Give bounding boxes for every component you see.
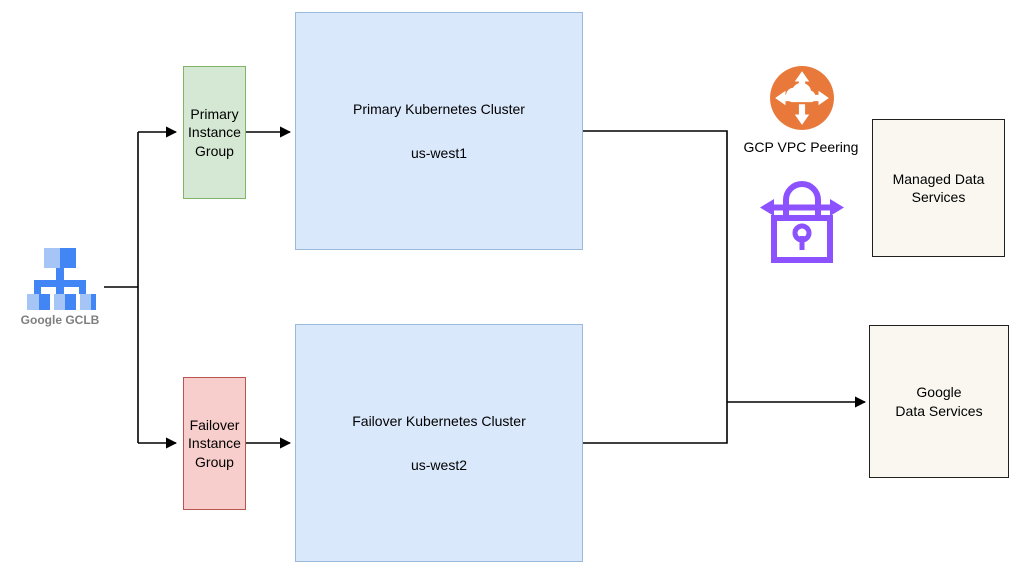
primary-instance-group-line-1: Primary [190, 105, 239, 122]
failover-instance-group-box[interactable]: Failover Instance Group [183, 377, 246, 510]
google-data-services-box[interactable]: Google Data Services [869, 325, 1009, 478]
wire-primary-cluster-to-trunk [583, 130, 728, 444]
managed-data-services-line-1: Managed Data [892, 170, 985, 187]
google-cloud-load-balancer-icon [27, 248, 96, 310]
primary-instance-group-line-2: Instance [188, 124, 241, 141]
google-gclb-node: Google GCLB [12, 248, 108, 327]
primary-instance-group-line-3: Group [195, 142, 234, 159]
failover-kubernetes-cluster-box[interactable]: Failover Kubernetes Cluster us-west2 [295, 324, 583, 562]
failover-instance-group-line-1: Failover [189, 416, 240, 433]
failover-cluster-title: Failover Kubernetes Cluster [352, 412, 526, 429]
private-link-node [760, 170, 844, 271]
google-gclb-label: Google GCLB [20, 313, 100, 327]
failover-instance-group-line-2: Instance [188, 435, 241, 452]
vpc-peering-node [769, 65, 835, 136]
failover-instance-group-line-3: Group [195, 453, 234, 470]
managed-data-services-box[interactable]: Managed Data Services [872, 119, 1005, 257]
vpc-peering-icon [770, 66, 834, 130]
padlock-exchange-icon [760, 181, 844, 263]
google-data-services-line-2: Data Services [895, 402, 983, 419]
managed-data-services-line-2: Services [911, 189, 966, 205]
primary-cluster-title: Primary Kubernetes Cluster [353, 100, 525, 117]
vpc-peering-caption: GCP VPC Peering [743, 139, 859, 155]
failover-cluster-region: us-west2 [410, 457, 468, 473]
google-data-services-line-1: Google [916, 384, 962, 401]
primary-kubernetes-cluster-box[interactable]: Primary Kubernetes Cluster us-west1 [295, 12, 583, 250]
primary-cluster-region: us-west1 [410, 145, 468, 161]
primary-instance-group-box[interactable]: Primary Instance Group [183, 66, 246, 199]
